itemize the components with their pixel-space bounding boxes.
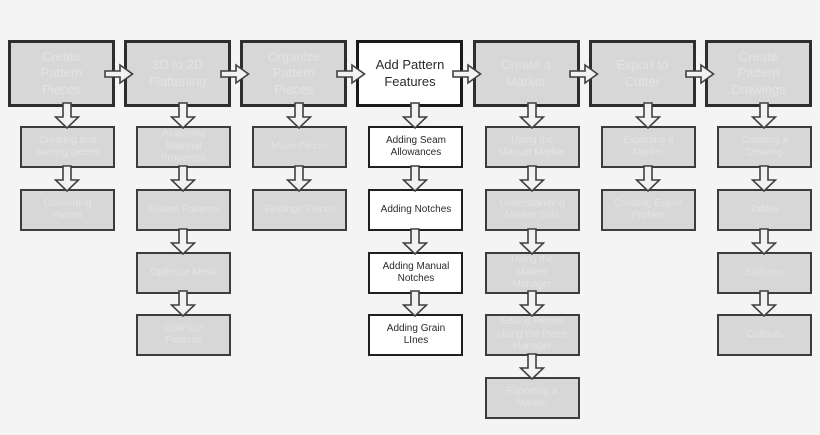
right-arrow-icon xyxy=(452,63,483,85)
down-arrow-icon xyxy=(286,165,313,192)
step-box: Understanding Marker Sets xyxy=(484,189,580,231)
step-box: Findings Pieces xyxy=(252,189,348,231)
stage-box: Export to Cutter xyxy=(588,40,696,107)
right-arrow-icon xyxy=(336,63,367,85)
down-arrow-icon xyxy=(750,102,777,129)
down-arrow-icon xyxy=(750,290,777,317)
step-box: Converting Pieces xyxy=(20,189,115,231)
down-arrow-icon xyxy=(170,290,197,317)
step-box: Tables xyxy=(716,189,812,231)
step-box: Optimize Patterns xyxy=(136,314,232,356)
down-arrow-icon xyxy=(170,165,197,192)
down-arrow-icon xyxy=(286,102,313,129)
down-arrow-icon xyxy=(402,165,429,192)
step-box: Flatten Patterns xyxy=(136,189,232,231)
down-arrow-icon xyxy=(402,228,429,255)
stage-box: Add Pattern Features xyxy=(356,40,464,107)
step-box: Adding Manual Notches xyxy=(368,252,464,294)
down-arrow-icon xyxy=(750,165,777,192)
step-box: Using the Marker Manager xyxy=(484,252,580,294)
down-arrow-icon xyxy=(518,102,545,129)
down-arrow-icon xyxy=(54,165,80,192)
step-box: Creating and naming pieces xyxy=(20,126,115,168)
down-arrow-icon xyxy=(170,228,197,255)
step-box: Adding Grain LInes xyxy=(368,314,464,356)
down-arrow-icon xyxy=(54,102,80,129)
right-arrow-icon xyxy=(220,63,251,85)
step-box: Adding Notches xyxy=(368,189,464,231)
step-box: Using the Manual Marker xyxy=(484,126,580,168)
stage-box: Create Pattern Drawings xyxy=(704,40,812,107)
step-box: Creating Export Profiles xyxy=(600,189,696,231)
step-box: Optimize Mesh xyxy=(136,252,232,294)
step-box: Balloons xyxy=(716,252,812,294)
down-arrow-icon xyxy=(634,102,661,129)
step-box: Callouts xyxy=(716,314,812,356)
stage-box: Create a Marker xyxy=(472,40,580,107)
stage-box: Create Pattern Pieces xyxy=(8,40,115,107)
right-arrow-icon xyxy=(104,63,134,85)
down-arrow-icon xyxy=(750,228,777,255)
step-box: Move Pieces xyxy=(252,126,348,168)
right-arrow-icon xyxy=(684,63,715,85)
step-box: Assigning Material Properties xyxy=(136,126,232,168)
step-box: Adding Seam Allowances xyxy=(368,126,464,168)
stage-box: 3D to 2D Flattening xyxy=(124,40,232,107)
step-box: Creating a Drawing xyxy=(716,126,812,168)
stage-box: Organize Pattern Pieces xyxy=(240,40,348,107)
step-box: Editing Pieces Using the Piece Manager xyxy=(484,314,580,356)
down-arrow-icon xyxy=(402,102,429,129)
step-box: Exporting a Marker xyxy=(600,126,696,168)
down-arrow-icon xyxy=(170,102,197,129)
down-arrow-icon xyxy=(402,290,429,317)
right-arrow-icon xyxy=(568,63,599,85)
down-arrow-icon xyxy=(518,353,545,380)
down-arrow-icon xyxy=(634,165,661,192)
down-arrow-icon xyxy=(518,228,545,255)
step-box: Exporting a Marker xyxy=(484,377,580,419)
down-arrow-icon xyxy=(518,165,545,192)
down-arrow-icon xyxy=(518,290,545,317)
